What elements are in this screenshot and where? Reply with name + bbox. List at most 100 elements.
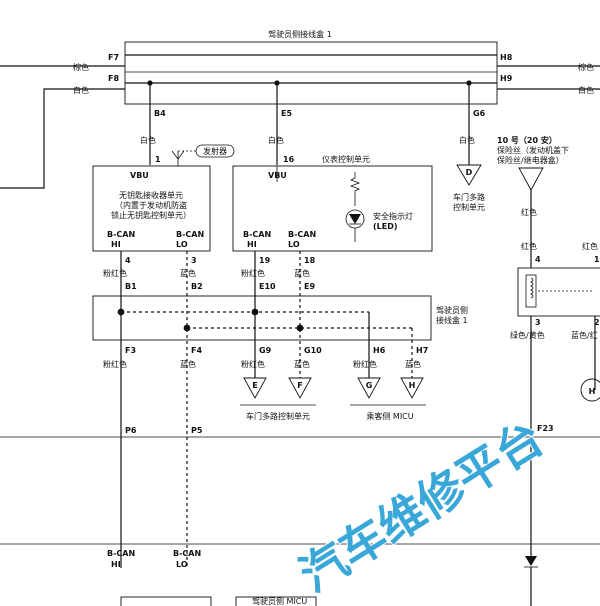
door-unit-line-1: 车门多路: [453, 192, 485, 202]
relay-pin-3: 3: [535, 318, 541, 327]
brown-label-left: 棕色: [73, 62, 89, 72]
vbu-wire-color: 白色: [140, 135, 156, 145]
pin-18: 18: [304, 256, 316, 265]
connector-g: [357, 377, 381, 399]
relay-left-color: 红色: [521, 241, 537, 251]
blue-label-5: 蓝色: [405, 359, 421, 369]
vbu-desc-2: （内置于发动机防盗: [115, 200, 187, 210]
bottom-micu-title: 驾驶员侧 MICU: [252, 596, 307, 606]
junction-b4: [147, 80, 153, 86]
vbu-desc-1: 无钥匙接收器单元: [119, 190, 183, 200]
vbu-can-hi-label: B-CAN: [107, 230, 135, 239]
vbu-can-lo-label: B-CAN: [176, 230, 204, 239]
relay-pin-2: 2: [594, 318, 600, 327]
pink-label-1: 粉红色: [103, 268, 127, 278]
led-label-1: 安全指示灯: [373, 211, 413, 221]
vbu-lo: LO: [176, 240, 188, 249]
transmitter-tag: [195, 144, 235, 158]
white-label-right: 白色: [578, 85, 594, 95]
h-circle-label: H: [589, 387, 596, 396]
connector-g-label: G: [366, 381, 373, 390]
pin-3-upper: 3: [191, 256, 197, 265]
door-group-label: 车门多路控制单元: [246, 411, 310, 421]
fuse-line-2: 保险丝（发动机盖下: [497, 145, 569, 155]
fuse-wire-color: 红色: [521, 207, 537, 217]
pink-label-4: 粉红色: [241, 359, 265, 369]
gauge-can-lo-label: B-CAN: [288, 230, 316, 239]
brown-label-right: 棕色: [578, 62, 594, 72]
pin-b4: B4: [154, 109, 166, 118]
led-label-2: (LED): [373, 222, 398, 231]
micu-hi: HI: [111, 560, 121, 569]
pin-19: 19: [259, 256, 271, 265]
relay-blue-red: 蓝色/红: [571, 330, 598, 340]
door-unit-line-2: 控制单元: [453, 202, 485, 212]
blue-label-4: 蓝色: [294, 359, 310, 369]
relay-pin-1: 1: [594, 255, 600, 264]
pin-h6: H6: [373, 346, 386, 355]
relay-green-yellow: 绿色/黄色: [510, 330, 545, 340]
pin-f3: F3: [125, 346, 136, 355]
pin-f23: F23: [537, 424, 554, 433]
pin-f8: F8: [108, 74, 119, 83]
gauge-control-box: [232, 165, 433, 252]
micu-lo: LO: [176, 560, 188, 569]
vbu-hi: HI: [111, 240, 121, 249]
connector-d: [456, 164, 482, 186]
security-led-icon: [345, 172, 365, 242]
pink-label-2: 粉红色: [241, 268, 265, 278]
connector-f: [288, 377, 312, 399]
vbu-title: VBU: [130, 171, 149, 180]
node-e9: [296, 324, 304, 332]
fuse-line-1: 10 号（20 安）: [497, 135, 557, 145]
blue-label-1: 蓝色: [180, 268, 196, 278]
junction-g6: [466, 80, 472, 86]
micu-can-lo-label: B-CAN: [173, 549, 201, 558]
vbu-desc-3: 锁止无钥匙控制单元）: [111, 210, 191, 220]
diode-icon: [524, 556, 538, 606]
gauge-lo: LO: [288, 240, 300, 249]
top-box-title: 驾驶员侧接线盒 1: [268, 29, 332, 39]
node-e10: [251, 308, 259, 316]
pin-f7: F7: [108, 53, 119, 62]
pin-f4: F4: [191, 346, 202, 355]
relay-box: [517, 267, 600, 317]
blue-label-2: 蓝色: [294, 268, 310, 278]
door-wire-color: 白色: [459, 135, 475, 145]
mid-box-title-1: 驾驶员侧: [436, 305, 468, 315]
gauge-wire-color: 白色: [268, 135, 284, 145]
h-circle: [580, 378, 600, 402]
gauge-pin-16: 16: [283, 155, 295, 164]
mid-box-title-2: 接线盒 1: [436, 315, 468, 325]
relay-coil-icon: [525, 274, 592, 308]
connector-f-label: F: [297, 381, 302, 390]
pin-g6: G6: [473, 109, 486, 118]
white-wire-left: [0, 88, 125, 189]
pin-e10: E10: [259, 282, 276, 291]
vbu-pin-1: 1: [155, 155, 161, 164]
relay-pin-4: 4: [535, 255, 541, 264]
pin-e9: E9: [304, 282, 315, 291]
connector-h: [400, 377, 424, 399]
bottom-box-mid: [235, 596, 317, 606]
junction-e5: [274, 80, 280, 86]
fuse-symbol: [518, 167, 544, 191]
pin-h7: H7: [416, 346, 428, 355]
micu-group-label: 乘客侧 MICU: [366, 411, 413, 421]
micu-can-hi-label: B-CAN: [107, 549, 135, 558]
keyless-receiver-box: [92, 165, 211, 252]
gauge-hi: HI: [247, 240, 257, 249]
pin-p5: P5: [191, 426, 203, 435]
white-label-left: 白色: [73, 85, 89, 95]
pin-g10: G10: [304, 346, 322, 355]
gauge-can-hi-label: B-CAN: [243, 230, 271, 239]
pin-4-upper: 4: [125, 256, 131, 265]
pink-label-5: 粉红色: [353, 359, 377, 369]
fuse-line-3: 保险丝/继电器盒）: [497, 155, 564, 165]
pin-p6: P6: [125, 426, 137, 435]
pin-b1: B1: [125, 282, 137, 291]
gauge-unit-name: 仪表控制单元: [322, 154, 370, 164]
connector-e-label: E: [252, 381, 257, 390]
connector-h-label: H: [409, 381, 416, 390]
